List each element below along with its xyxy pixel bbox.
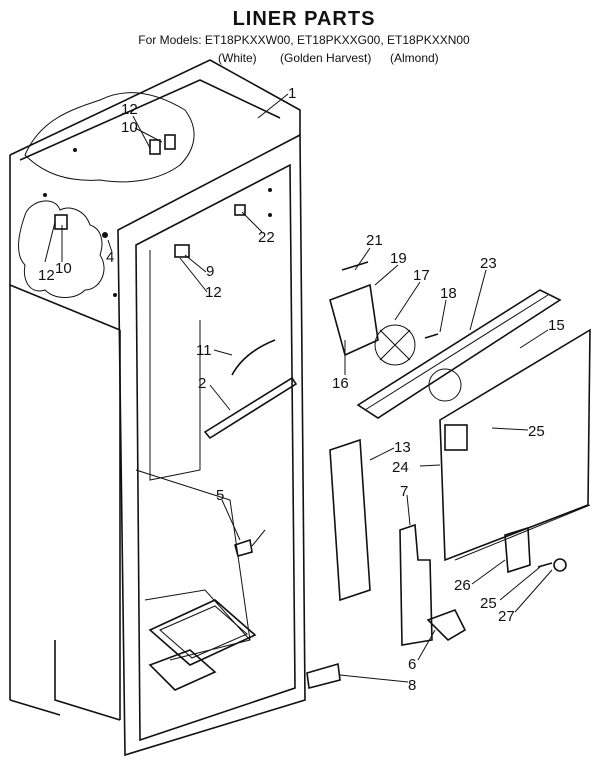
part-hinge-brackets: [54, 134, 246, 258]
part-tube-11: [231, 339, 276, 376]
fan-motor-assembly: [329, 261, 439, 366]
part-23-shroud: [356, 289, 562, 419]
callout-27: 27: [498, 608, 515, 625]
part-8-block: [306, 662, 341, 690]
callout-6: 6: [408, 656, 416, 673]
callout-13: 13: [394, 439, 411, 456]
variant-white: (White): [218, 51, 257, 65]
callout-17: 17: [413, 267, 430, 284]
callout-18: 18: [440, 285, 457, 302]
part-25-screw: [537, 562, 553, 568]
callout-11: 11: [196, 342, 212, 359]
callout-9: 9: [206, 263, 214, 280]
part-24-cover-panel: [439, 328, 591, 562]
callout-12-mid: 12: [205, 284, 222, 301]
callout-16: 16: [332, 375, 349, 392]
part-bar-2: [203, 376, 298, 440]
callout-15: 15: [548, 317, 565, 334]
leader-lines: [44, 93, 553, 683]
callout-5: 5: [216, 487, 224, 504]
part-clip-5: [234, 529, 266, 557]
part-7-bracket: [399, 523, 433, 646]
callout-21: 21: [366, 232, 383, 249]
callout-12-left: 12: [38, 267, 55, 284]
callout-labels: 1 12 10 12 10 4 22 21 19 17 18 23 15 9 1…: [38, 85, 565, 694]
callout-25-lower: 25: [480, 595, 497, 612]
diagram-title: LINER PARTS: [232, 8, 376, 30]
part-13-panel: [329, 438, 371, 602]
callout-12-top: 12: [121, 101, 138, 118]
model-list: For Models: ET18PKXXW00, ET18PKXXG00, ET…: [138, 33, 470, 47]
callout-10-left: 10: [55, 260, 72, 277]
callout-10-top: 10: [121, 119, 138, 136]
variant-golden-harvest: (Golden Harvest): [280, 51, 372, 65]
part-6-bracket: [426, 609, 467, 642]
callout-8: 8: [408, 677, 416, 694]
part-26-plate: [504, 526, 531, 574]
part-27-plug: [553, 558, 567, 572]
callout-23: 23: [480, 255, 497, 272]
callout-24: 24: [392, 459, 409, 476]
callout-26: 26: [454, 577, 471, 594]
callout-4: 4: [106, 249, 114, 266]
variant-almond: (Almond): [390, 51, 439, 65]
callout-2: 2: [198, 375, 206, 392]
callout-1: 1: [288, 85, 296, 102]
callout-22: 22: [258, 229, 275, 246]
callout-19: 19: [390, 250, 407, 267]
liner-cabinet: [9, 59, 306, 757]
callout-7: 7: [400, 483, 408, 500]
callout-25-upper: 25: [528, 423, 545, 440]
